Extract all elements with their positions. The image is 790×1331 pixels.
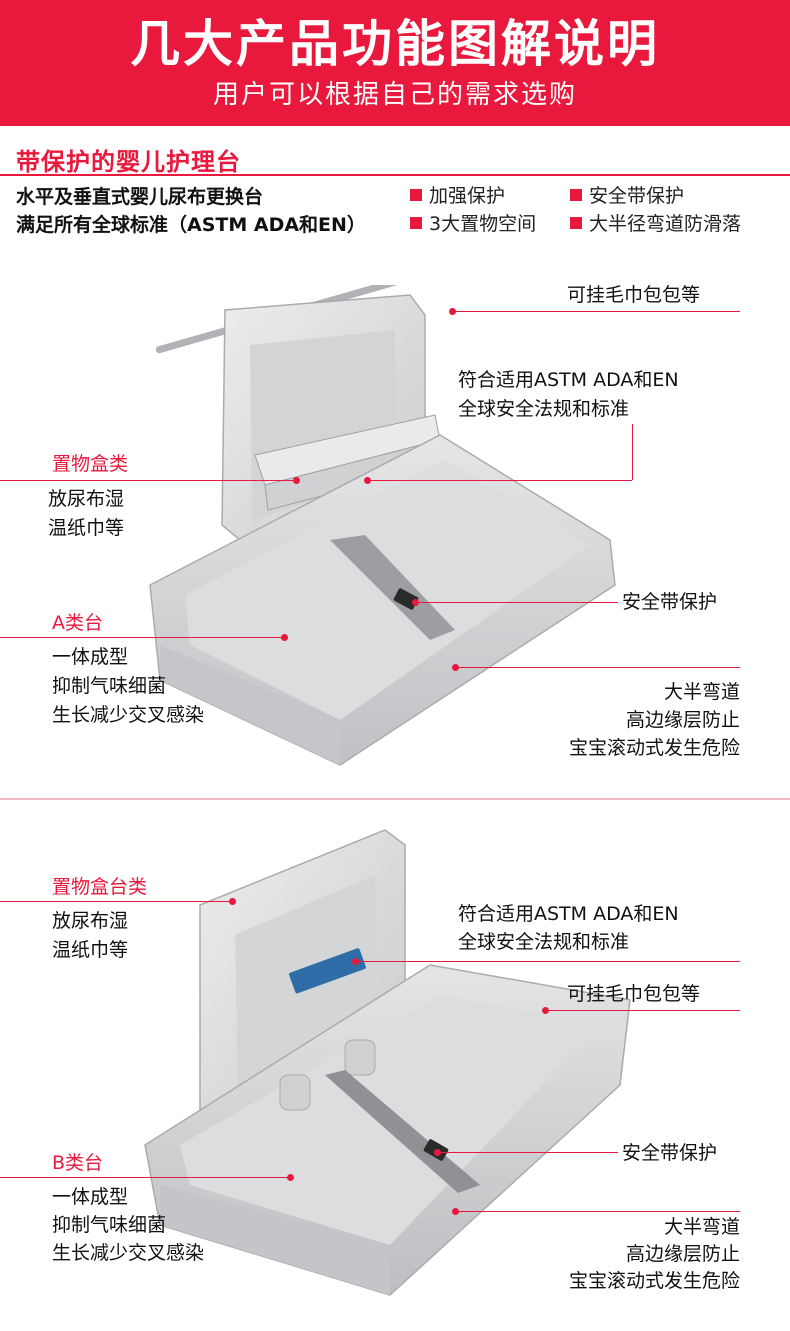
- callout-line: [632, 424, 633, 480]
- callout-dot: [542, 1007, 549, 1014]
- section-divider: [0, 798, 790, 800]
- callout-line: [370, 480, 632, 481]
- label-a-table-2: 抑制气味细菌: [52, 675, 167, 697]
- label-b-box-1: 放尿布湿: [52, 910, 129, 932]
- callout-line: [458, 1211, 740, 1212]
- label-b-hang: 可挂毛巾包包等: [567, 983, 701, 1005]
- callout-dot: [449, 308, 456, 315]
- label-b-table-2: 抑制气味细菌: [52, 1214, 167, 1236]
- callout-line: [418, 602, 618, 603]
- callout-line: [0, 637, 284, 638]
- callout-dot: [434, 1149, 441, 1156]
- label-b-box-2: 温纸巾等: [52, 939, 129, 961]
- label-b-box-title: 置物盒台类: [52, 876, 148, 898]
- callout-line: [0, 480, 296, 481]
- label-a-box-2: 温纸巾等: [48, 517, 125, 539]
- section-title: 带保护的婴儿护理台: [16, 148, 241, 176]
- callout-dot: [287, 1174, 294, 1181]
- callout-dot: [452, 1208, 459, 1215]
- callout-dot: [293, 477, 300, 484]
- callout-dot: [452, 664, 459, 671]
- callout-line: [458, 667, 740, 668]
- callout-dot: [364, 477, 371, 484]
- product-b-illustration: [144, 829, 631, 1296]
- feature-item: 大半径弯道防滑落: [570, 209, 741, 236]
- label-b-table-title: B类台: [52, 1152, 104, 1174]
- label-a-box-title: 置物盒类: [52, 453, 129, 475]
- callout-dot: [352, 958, 359, 965]
- bullet-square-icon: [570, 188, 582, 201]
- bullet-square-icon: [570, 216, 582, 229]
- label-b-standard-1: 符合适用ASTM ADA和EN: [458, 903, 679, 925]
- description-line-1: 水平及垂直式婴儿尿布更换台: [16, 186, 264, 208]
- section-underline: [0, 174, 790, 176]
- label-a-table-3: 生长减少交叉感染: [52, 704, 205, 726]
- callout-dot: [281, 634, 288, 641]
- callout-line: [0, 901, 232, 902]
- callout-dot: [412, 599, 419, 606]
- label-a-curve-1: 大半弯道: [663, 681, 740, 703]
- callout-line: [548, 1010, 740, 1011]
- label-b-belt: 安全带保护: [622, 1142, 718, 1164]
- product-a-illustration: [149, 285, 616, 766]
- label-a-table-title: A类台: [52, 612, 103, 634]
- label-a-standard-2: 全球安全法规和标准: [458, 398, 630, 420]
- feature-item: 3大置物空间: [410, 209, 536, 236]
- label-b-curve-2: 高边缘层防止: [625, 1243, 740, 1265]
- label-b-curve-1: 大半弯道: [663, 1216, 740, 1238]
- label-b-curve-3: 宝宝滚动式发生危险: [568, 1270, 740, 1292]
- label-a-hang: 可挂毛巾包包等: [567, 284, 701, 306]
- feature-item: 加强保护: [410, 181, 505, 208]
- label-b-table-1: 一体成型: [52, 1186, 129, 1208]
- label-a-box-1: 放尿布湿: [48, 488, 125, 510]
- page-subtitle: 用户可以根据自己的需求选购: [212, 80, 577, 110]
- callout-dot: [229, 898, 236, 905]
- callout-line: [455, 311, 740, 312]
- header-banner: 几大产品功能图解说明 用户可以根据自己的需求选购: [0, 0, 790, 126]
- label-a-curve-3: 宝宝滚动式发生危险: [568, 737, 740, 759]
- bullet-square-icon: [410, 216, 422, 229]
- feature-item: 安全带保护: [570, 181, 684, 208]
- label-a-standard-1: 符合适用ASTM ADA和EN: [458, 369, 679, 391]
- description-line-2: 满足所有全球标准（ASTM ADA和EN）: [16, 214, 366, 236]
- callout-line: [358, 961, 740, 962]
- label-b-table-3: 生长减少交叉感染: [52, 1242, 205, 1264]
- callout-line: [0, 1177, 290, 1178]
- label-a-curve-2: 高边缘层防止: [625, 709, 740, 731]
- label-b-standard-2: 全球安全法规和标准: [458, 931, 630, 953]
- page-title: 几大产品功能图解说明: [130, 15, 660, 73]
- label-a-table-1: 一体成型: [52, 646, 129, 668]
- bullet-square-icon: [410, 188, 422, 201]
- callout-line: [440, 1152, 618, 1153]
- label-a-belt: 安全带保护: [622, 591, 718, 613]
